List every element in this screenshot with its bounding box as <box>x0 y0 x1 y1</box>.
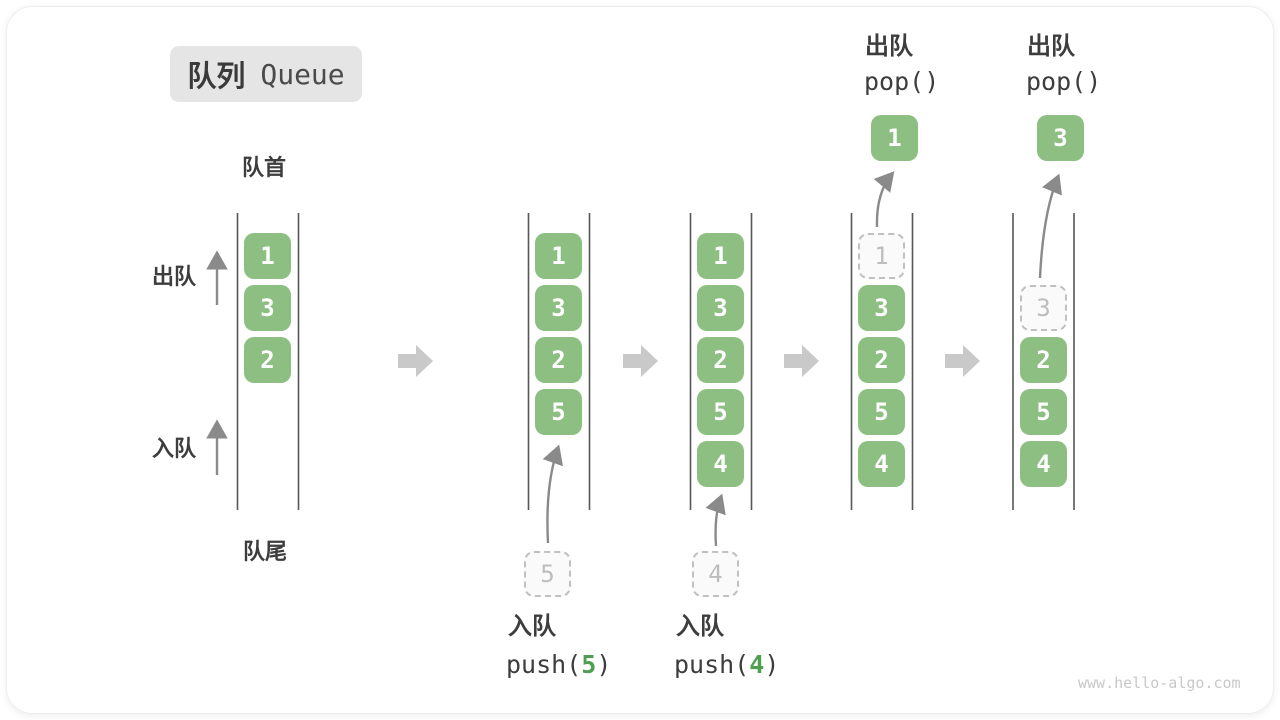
enqueue-side-label: 入队 <box>152 436 197 461</box>
queue-item: 1 <box>697 233 744 279</box>
queue-item: 4 <box>858 441 905 487</box>
enqueue-caption: 入队 <box>508 613 556 640</box>
watermark: www.hello-algo.com <box>1078 674 1241 692</box>
popped-item: 3 <box>1037 115 1084 161</box>
code-text: push( <box>506 650 582 679</box>
code-text: ) <box>596 650 612 679</box>
queue-item: 3 <box>858 285 905 331</box>
code-text: push( <box>674 650 750 679</box>
dequeue-side-label: 出队 <box>152 264 197 289</box>
pending-item: 5 <box>524 551 571 597</box>
queue-item: 4 <box>1020 441 1067 487</box>
queue-item: 5 <box>697 389 744 435</box>
popped-item: 1 <box>871 115 918 161</box>
queue-rear-label: 队尾 <box>243 539 288 564</box>
queue-item: 2 <box>697 337 744 383</box>
title-zh: 队列 <box>187 61 246 93</box>
queue-item: 2 <box>535 337 582 383</box>
ghost-item: 1 <box>858 233 905 279</box>
queue-item: 2 <box>244 337 291 383</box>
pop-code: pop() <box>1026 67 1102 96</box>
queue-item: 4 <box>697 441 744 487</box>
title-en: Queue <box>260 57 345 91</box>
queue-item: 3 <box>697 285 744 331</box>
title-badge: 队列 Queue <box>170 46 362 102</box>
ghost-item: 3 <box>1020 285 1067 331</box>
queue-front-label: 队首 <box>242 155 287 180</box>
code-arg: 5 <box>581 650 597 679</box>
push4-code: push(4) <box>674 649 779 680</box>
queue-item: 3 <box>535 285 582 331</box>
queue-item: 2 <box>1020 337 1067 383</box>
code-arg: 4 <box>749 650 765 679</box>
queue-item: 5 <box>858 389 905 435</box>
queue-item: 2 <box>858 337 905 383</box>
pending-item: 4 <box>692 551 739 597</box>
push5-code: push(5) <box>506 649 611 680</box>
queue-item: 5 <box>1020 389 1067 435</box>
dequeue-caption: 出队 <box>1027 33 1075 60</box>
queue-item: 5 <box>535 389 582 435</box>
code-text: ) <box>764 650 780 679</box>
enqueue-caption: 入队 <box>676 613 724 640</box>
queue-item: 1 <box>535 233 582 279</box>
queue-item: 1 <box>244 233 291 279</box>
queue-item: 3 <box>244 285 291 331</box>
pop-code: pop() <box>864 67 940 96</box>
diagram-card <box>6 6 1274 714</box>
dequeue-caption: 出队 <box>865 33 913 60</box>
